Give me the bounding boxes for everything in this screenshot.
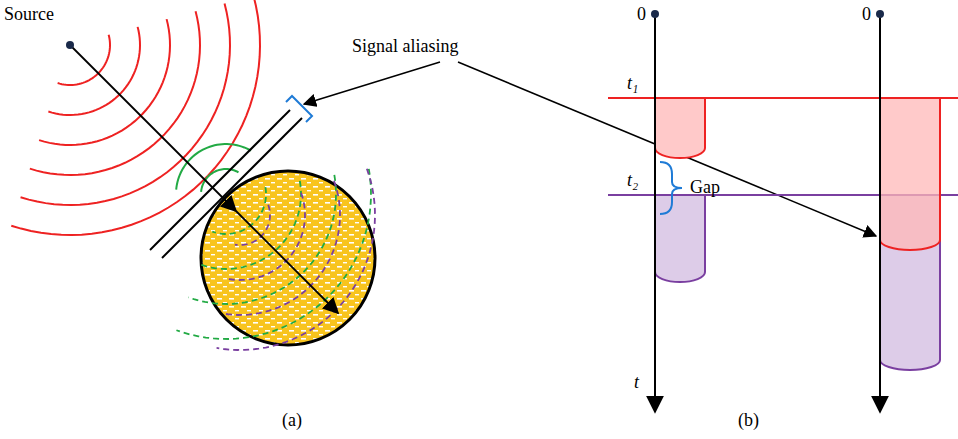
transmitted-arc	[217, 169, 375, 350]
panel-label: (a)	[282, 410, 302, 431]
transmitted-arc	[188, 175, 336, 304]
time-axis	[654, 14, 656, 412]
panel-label: (b)	[738, 410, 759, 431]
gap-label: Gap	[690, 177, 720, 198]
axis-origin-label: 0	[637, 4, 646, 25]
time-axis	[879, 14, 881, 412]
axis-label: t	[634, 372, 639, 393]
leader-arrow	[304, 62, 440, 104]
target-sphere	[201, 171, 375, 345]
transmitted-arc	[212, 187, 266, 234]
signal-pulse	[880, 98, 940, 250]
axis-origin	[651, 10, 659, 18]
signal-pulse	[655, 98, 705, 158]
axis-origin-label: 0	[862, 4, 871, 25]
source-point	[66, 41, 74, 49]
ray-arrow	[236, 211, 338, 313]
transmitted-arc	[229, 193, 305, 280]
callout-label: Signal aliasing	[352, 36, 459, 57]
ray-arrow	[70, 45, 236, 211]
detector-line	[162, 118, 302, 258]
time-label: t₁	[627, 73, 638, 94]
scattered-wavefronts	[176, 144, 375, 350]
gap-brace	[660, 162, 682, 214]
signal-pulse	[655, 195, 705, 282]
axis-origin	[876, 10, 884, 18]
source-label: Source	[4, 4, 54, 25]
transmitted-arc	[223, 181, 340, 315]
detector-line	[150, 110, 290, 250]
reflected-arc	[176, 144, 251, 190]
time-label: t₂	[627, 170, 638, 191]
aliasing-bracket	[286, 96, 312, 122]
